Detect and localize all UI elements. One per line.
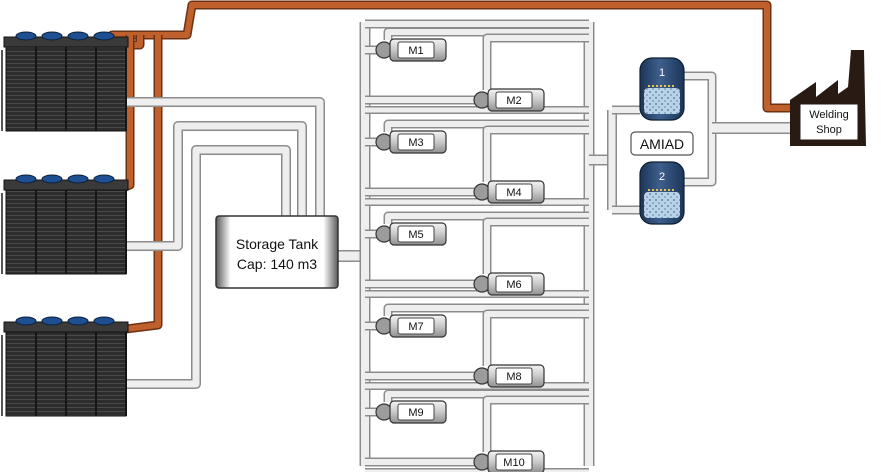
discharge-branch-5-core	[385, 213, 589, 224]
discharge-branch-9-core	[385, 391, 589, 402]
supply-line-tower-1-core	[126, 98, 324, 220]
welding-shop-line1: Welding	[809, 109, 849, 121]
motor-tag	[397, 225, 435, 243]
discharge-branch-7-core	[385, 305, 589, 316]
fan-icon	[93, 174, 115, 184]
motor-label: M2	[506, 95, 521, 107]
discharge-branch-8-core	[484, 311, 589, 366]
motor-tag	[495, 275, 533, 293]
fan-icon	[93, 31, 115, 41]
filter-outlet-manifold	[684, 71, 717, 187]
motor-pump-3: M3	[375, 130, 447, 154]
fan-icon	[93, 316, 115, 326]
motor-label: M3	[408, 137, 423, 149]
motor-label: M7	[408, 321, 423, 333]
filter-vessel-2: 2	[639, 161, 685, 225]
storage-tank-name: Storage Tank	[236, 236, 319, 252]
filter-label: AMIAD	[630, 131, 694, 156]
motor-pump-4: M4	[473, 180, 545, 204]
supply-line-tower-2-core	[126, 122, 306, 250]
welding-shop: Welding Shop	[790, 50, 866, 146]
motor-pump-2: M2	[473, 88, 545, 112]
motor-tag	[495, 183, 533, 201]
motor-tag	[397, 403, 435, 421]
fan-icon	[41, 316, 63, 326]
discharge-branch-8	[482, 309, 589, 366]
discharge-branch-4-core	[484, 127, 589, 182]
motor-pump-8: M8	[473, 364, 545, 388]
motor-tag	[495, 453, 533, 471]
cooling-tower-2	[1, 174, 129, 275]
motor-tag	[495, 367, 533, 385]
filter-system-name: AMIAD	[640, 136, 684, 152]
discharge-branch-3-core	[385, 121, 589, 132]
discharge-branch-6	[482, 217, 589, 274]
motor-label: M4	[506, 187, 521, 199]
filter-media	[644, 192, 680, 218]
filter-vessel-number: 2	[659, 171, 665, 183]
fan-icon	[41, 31, 63, 41]
storage-tank-icon	[215, 215, 339, 289]
fan-icon	[67, 316, 89, 326]
motor-label: M6	[506, 279, 521, 291]
storage-tank-capacity: Cap: 140 m3	[237, 256, 317, 272]
return-line-tower-3-core	[117, 35, 161, 333]
motor-label: M9	[408, 407, 423, 419]
motor-label: M10	[503, 457, 524, 469]
motor-pump-6: M6	[473, 272, 545, 296]
discharge-branch-4	[482, 125, 589, 182]
motor-tag	[397, 133, 435, 151]
filter-vessel-1: 1	[639, 57, 685, 121]
fan-icon	[41, 174, 63, 184]
discharge-branch-10-core	[484, 397, 589, 452]
fan-icon	[67, 174, 89, 184]
filter-media	[644, 88, 680, 114]
motor-label: M8	[506, 371, 521, 383]
supply-line-tower-3-core	[126, 146, 290, 388]
pipe-network	[107, 0, 800, 472]
motor-pump-7: M7	[375, 314, 447, 338]
fan-icon	[67, 31, 89, 41]
motor-tag	[397, 41, 435, 59]
fan-icon	[15, 316, 37, 326]
storage-tank: Storage Tank Cap: 140 m3	[215, 215, 339, 289]
discharge-branch-10	[482, 395, 589, 452]
welding-shop-line2: Shop	[816, 124, 842, 136]
fan-icon	[15, 31, 37, 41]
discharge-branch-2	[482, 33, 589, 90]
discharge-branch-6-core	[484, 219, 589, 274]
motor-label: M5	[408, 229, 423, 241]
fan-icon	[15, 174, 37, 184]
motor-label: M1	[408, 45, 423, 57]
discharge-branch-1-core	[385, 29, 589, 40]
motor-pump-1: M1	[375, 38, 447, 62]
motor-pump-10: M10	[473, 450, 545, 472]
cooling-tower-3	[1, 316, 129, 417]
motor-tag	[397, 317, 435, 335]
motor-pump-9: M9	[375, 400, 447, 424]
filter-vessel-number: 1	[659, 67, 665, 79]
motor-pump-5: M5	[375, 222, 447, 246]
motor-tag	[495, 91, 533, 109]
discharge-branch-2-core	[484, 35, 589, 90]
cooling-tower-1	[1, 31, 129, 132]
